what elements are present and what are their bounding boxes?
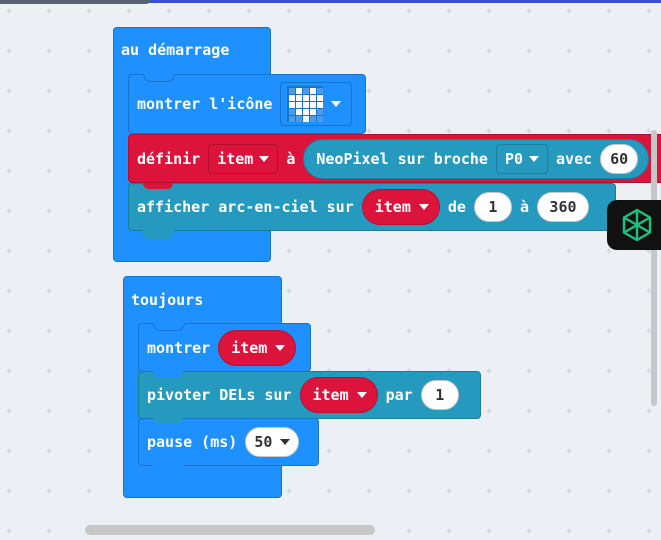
block-tab [143, 230, 173, 240]
chevron-down-icon [259, 155, 270, 162]
block-tab [153, 465, 183, 474]
show-number-block[interactable]: montrer item [138, 323, 311, 372]
block-notch [153, 371, 183, 377]
toolbar-tab [0, 0, 150, 4]
vertical-scrollbar[interactable] [651, 130, 657, 406]
hue-start-value: 1 [488, 198, 498, 216]
chevron-down-icon [356, 392, 367, 398]
pause-label: pause (ms) [147, 433, 238, 451]
rotate-leds-block[interactable]: pivoter DELs sur item par 1 [138, 371, 481, 419]
variable-reporter[interactable]: item [218, 329, 297, 366]
chevron-down-icon [418, 204, 429, 210]
show-icon-block[interactable]: montrer l'icône [128, 74, 366, 134]
pause-dropdown[interactable]: 50 [245, 427, 300, 457]
rotate-amount-value: 1 [435, 386, 445, 404]
set-variable-block[interactable]: définir item à NeoPixel sur broche P0 av… [128, 134, 661, 183]
heart-grid-icon [287, 86, 324, 122]
chevron-down-icon [275, 344, 286, 351]
variable-reporter[interactable]: item [299, 377, 378, 413]
hue-end-value: 360 [549, 198, 577, 216]
horizontal-scrollbar[interactable] [85, 525, 375, 535]
variable-name: item [374, 198, 411, 216]
on-start-title: au démarrage [121, 41, 230, 59]
by-label: par [385, 386, 413, 404]
set-label: définir [137, 149, 201, 168]
hue-start-input[interactable]: 1 [473, 192, 512, 222]
block-notch [143, 183, 173, 189]
to-label: à [286, 149, 296, 168]
neopixel-label: NeoPixel sur broche [316, 149, 488, 168]
block-notch [153, 418, 183, 424]
variable-reporter[interactable]: item [361, 189, 440, 225]
led-count-input[interactable]: 60 [600, 143, 639, 174]
chevron-down-icon [331, 101, 342, 107]
rotate-amount-input[interactable]: 1 [420, 380, 459, 410]
assistant-button[interactable] [607, 200, 661, 250]
icon-picker[interactable] [280, 82, 353, 126]
show-rainbow-block[interactable]: afficher arc-en-ciel sur item de 1 à 360 [128, 183, 616, 231]
chevron-down-icon [280, 439, 291, 445]
pin-value: P0 [504, 149, 524, 168]
top-toolbar-edge [0, 0, 661, 3]
pin-dropdown[interactable]: P0 [495, 143, 549, 174]
hue-end-input[interactable]: 360 [536, 192, 589, 222]
variable-name: item [217, 149, 254, 168]
block-notch [153, 323, 185, 331]
pause-block[interactable]: pause (ms) 50 [138, 418, 319, 466]
to-label: à [519, 198, 529, 216]
from-label: de [447, 198, 466, 216]
block-notch [143, 74, 175, 82]
pause-value: 50 [254, 433, 273, 451]
variable-name: item [312, 386, 349, 404]
variable-dropdown[interactable]: item [208, 143, 279, 174]
show-icon-label: montrer l'icône [137, 95, 273, 113]
assistant-logo-icon [622, 208, 652, 242]
show-label: montrer [147, 338, 211, 357]
forever-title: toujours [131, 291, 204, 309]
chevron-down-icon [529, 155, 540, 162]
with-label: avec [556, 149, 593, 168]
variable-name: item [231, 338, 268, 357]
led-count-value: 60 [610, 149, 629, 168]
rainbow-label: afficher arc-en-ciel sur [137, 198, 354, 216]
rotate-label: pivoter DELs sur [147, 386, 292, 404]
neopixel-create-block[interactable]: NeoPixel sur broche P0 avec 60 [303, 138, 650, 179]
